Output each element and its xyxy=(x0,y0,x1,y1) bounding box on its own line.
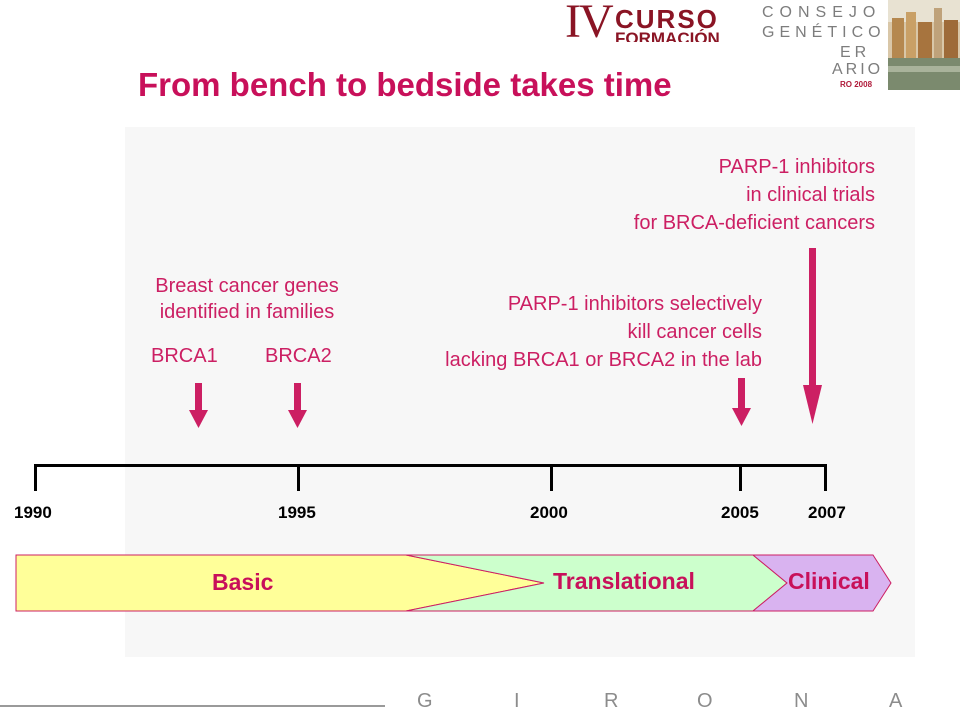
arrow-brca1 xyxy=(189,383,208,428)
parp-lab-line3: lacking BRCA1 or BRCA2 in the lab xyxy=(445,349,762,371)
parp-trials-line3: for BRCA-deficient cancers xyxy=(633,212,875,234)
phase-clinical-shape xyxy=(751,554,892,612)
logo-consejo-line5: RO 2008 xyxy=(840,80,873,88)
logo-roman-numeral: IV xyxy=(565,2,614,42)
brca2-label: BRCA2 xyxy=(265,345,332,367)
tick-1990 xyxy=(34,464,37,491)
parp-lab-line2: kill cancer cells xyxy=(627,321,762,343)
tick-2000 xyxy=(550,464,553,491)
parp-trials-line2: in clinical trials xyxy=(746,184,875,206)
parp-trials-label: PARP-1 inhibitors in clinical trials for… xyxy=(560,153,875,237)
phase-translational-label: Translational xyxy=(553,568,695,594)
arrow-parp-trials xyxy=(803,248,822,424)
year-2007: 2007 xyxy=(808,503,846,522)
logo-consejo-line4: ARIO xyxy=(832,61,884,78)
city-photo-image xyxy=(888,0,960,90)
brca1-label: BRCA1 xyxy=(151,345,218,367)
brca-genes-line1: Breast cancer genes xyxy=(155,275,339,297)
phase-band xyxy=(15,554,892,612)
arrow-parp-lab xyxy=(732,378,751,426)
brca-genes-line2: identified in families xyxy=(159,301,335,323)
tick-2007 xyxy=(824,464,827,491)
footer-letter-i: I xyxy=(514,690,520,712)
brca-genes-label: Breast cancer genes identified in famili… xyxy=(136,273,358,325)
parp-trials-line1: PARP-1 inhibitors xyxy=(718,156,875,178)
year-2000: 2000 xyxy=(530,503,568,522)
footer-letter-n: N xyxy=(794,690,809,712)
year-1995: 1995 xyxy=(278,503,316,522)
phase-clinical-label: Clinical xyxy=(788,568,870,594)
logo-formacion-text: FORMACIÓN xyxy=(615,29,720,42)
tick-1995 xyxy=(297,464,300,491)
footer-letter-r: R xyxy=(604,690,619,712)
footer-divider xyxy=(0,705,385,707)
girona-photo xyxy=(888,0,960,90)
slide-title: From bench to bedside takes time xyxy=(138,66,672,103)
arrow-brca2 xyxy=(288,383,307,428)
logo-consejo-line1: CONSEJO xyxy=(762,4,882,21)
logo-consejo-line2: GENÉTICO xyxy=(762,24,886,41)
year-2005: 2005 xyxy=(721,503,759,522)
logo-curso-text: CURSO xyxy=(615,4,719,34)
phase-basic-label: Basic xyxy=(212,569,274,595)
parp-lab-line1: PARP-1 inhibitors selectively xyxy=(507,293,762,315)
tick-2005 xyxy=(739,464,742,491)
year-1990: 1990 xyxy=(14,503,52,522)
footer-letter-g: G xyxy=(417,690,433,712)
footer-letter-o: O xyxy=(697,690,713,712)
footer-letter-a: A xyxy=(889,690,903,712)
parp-lab-label: PARP-1 inhibitors selectively kill cance… xyxy=(390,290,762,374)
logo-consejo-line3: ER xyxy=(840,44,871,61)
curso-logo: IV CURSO FORMACIÓN xyxy=(565,2,740,42)
timeline-axis xyxy=(34,464,827,491)
consejo-logo: CONSEJO GENÉTICO ER ARIO RO 2008 xyxy=(762,4,888,88)
